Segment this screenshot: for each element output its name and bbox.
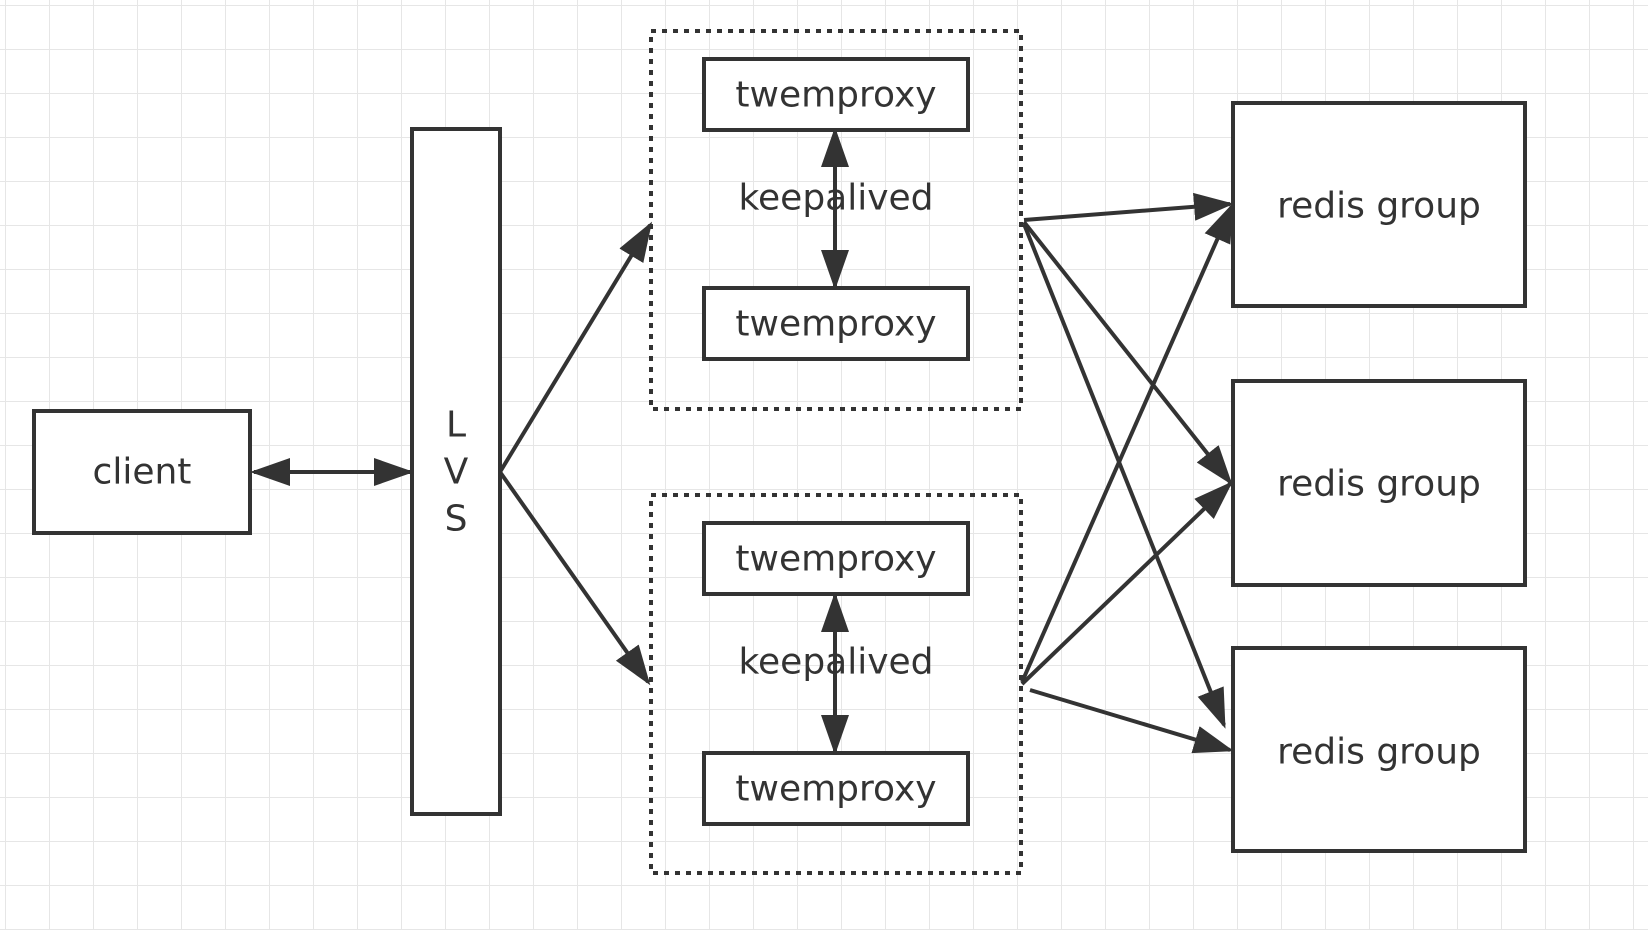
lvs-label-v: V [444,452,469,493]
redis-group-2-label: redis group [1277,464,1481,505]
lvs-label-l: L [446,405,466,446]
edge-bottom-redis-2 [1020,481,1233,686]
redis-group-3-label: redis group [1277,732,1481,773]
twemproxy-top-a: twemproxy [702,57,970,132]
twemproxy-bottom-b-label: twemproxy [735,769,936,810]
redis-group-2: redis group [1231,379,1527,587]
edges [250,127,1234,755]
twemproxy-top-a-label: twemproxy [735,75,936,116]
lvs-label-s: S [445,499,468,540]
twemproxy-bottom-b: twemproxy [702,751,970,826]
lvs-node: L V S [410,127,502,816]
twemproxy-bottom-a-label: twemproxy [735,539,936,580]
redis-group-3: redis group [1231,646,1527,853]
redis-group-1-label: redis group [1277,186,1481,227]
edge-top-redis-3 [1022,223,1226,729]
edge-lvs-cluster-bottom [498,470,651,686]
edge-bottom-redis-3 [1029,688,1234,754]
edge-top-redis-2 [1022,220,1233,486]
twemproxy-bottom-a: twemproxy [702,521,970,596]
edge-top-redis-1 [1023,192,1234,222]
client-label: client [93,452,192,493]
twemproxy-top-b: twemproxy [702,286,970,361]
edge-bottom-redis-1 [1020,202,1234,683]
client-node: client [32,409,252,535]
twemproxy-top-b-label: twemproxy [735,304,936,345]
keepalived-bottom-label: keepalived [738,642,933,683]
redis-group-1: redis group [1231,101,1527,308]
edge-lvs-cluster-top [498,221,653,474]
keepalived-top-label: keepalived [738,178,933,219]
